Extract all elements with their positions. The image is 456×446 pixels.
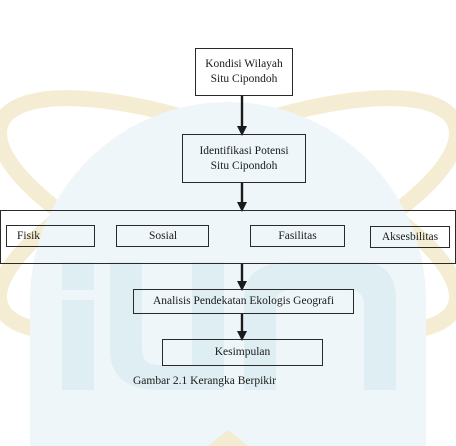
watermark-letter-u	[110, 262, 224, 390]
factor-fasilitas: Fasilitas	[250, 225, 345, 247]
node-kondisi-wilayah: Kondisi Wilayah Situ Cipondoh	[195, 48, 293, 96]
node-identifikasi-line1: Identifikasi Potensi	[199, 144, 289, 157]
watermark-letter-i-dot	[62, 262, 94, 290]
factor-aksesbilitas: Aksesbilitas	[370, 226, 450, 248]
node-kesimpulan: Kesimpulan	[162, 339, 323, 366]
watermark-letter-n	[244, 262, 396, 390]
factor-fasilitas-label: Fasilitas	[278, 229, 317, 242]
factor-sosial: Sosial	[116, 225, 209, 247]
factor-fisik-label: Fisik	[17, 229, 41, 242]
factor-fisik: Fisik	[6, 225, 95, 247]
node-kesimpulan-label: Kesimpulan	[214, 346, 271, 358]
node-identifikasi-line2: Situ Cipondoh	[210, 159, 278, 172]
factor-aksesbilitas-label: Aksesbilitas	[381, 230, 439, 243]
watermark-letter-i-stem	[62, 300, 94, 390]
watermark-letters	[62, 262, 396, 390]
node-identifikasi-potensi: Identifikasi Potensi Situ Cipondoh	[182, 134, 306, 183]
node-analisis-label: Analisis Pendekatan Ekologis Geografi	[152, 295, 335, 307]
node-analisis: Analisis Pendekatan Ekologis Geografi	[133, 289, 354, 314]
watermark-bottom-mark	[208, 430, 248, 446]
node-kondisi-line2: Situ Cipondoh	[210, 73, 278, 85]
node-kondisi-line1: Kondisi Wilayah	[205, 58, 283, 70]
figure-caption: Gambar 2.1 Kerangka Berpikir	[133, 375, 277, 387]
factor-sosial-label: Sosial	[149, 229, 178, 242]
